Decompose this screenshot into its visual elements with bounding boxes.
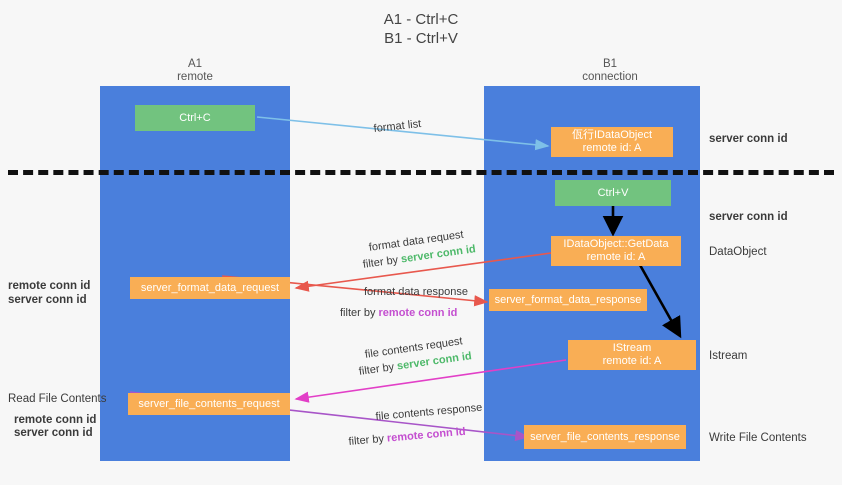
column-header-a1: A1 remote [115,58,275,84]
edge-format-list [256,116,550,151]
node-idataobject-line1: 佤行IDataObject [571,129,653,141]
left-label-read-file-contents: Read File Contents [8,393,107,405]
column-header-a1-sub: remote [177,71,213,83]
left-label-remote-conn-2: remote conn id [14,414,97,426]
side-label-server-conn-mid: server conn id [709,211,788,223]
title-line-1: A1 - Ctrl+C [383,11,459,28]
left-label-server-conn-1: server conn id [8,294,87,306]
filter-key-remote-conn-1: remote conn id [378,307,458,319]
node-istream[interactable]: IStream remote id: A [568,340,696,370]
side-label-write-file-contents: Write File Contents [709,432,807,444]
side-label-server-conn-top: server conn id [709,133,788,145]
filter-prefix-4: filter by [348,432,388,448]
node-ctrl-v-label: Ctrl+V [597,186,629,199]
node-server-format-data-request[interactable]: server_format_data_request [130,277,290,299]
title-line-2: B1 - Ctrl+V [384,30,458,47]
node-idataobject-line2: remote id: A [582,142,642,154]
column-header-b1-name: B1 [602,58,618,70]
node-ctrl-c-label: Ctrl+C [179,111,211,124]
edge-file-contents-request [294,359,567,403]
column-header-b1-sub: connection [582,71,638,83]
node-getdata-line1: IDataObject::GetData [563,238,669,250]
node-server-format-data-response-label: server_format_data_response [494,293,642,306]
edge-getdata-istream [638,264,682,339]
side-label-istream: Istream [709,350,748,362]
left-label-server-conn-2: server conn id [14,427,93,439]
node-server-format-data-request-label: server_format_data_request [140,281,280,294]
node-ctrl-c[interactable]: Ctrl+C [135,105,255,131]
edge-label-format-data-response: format data response [364,286,468,298]
node-getdata-line2: remote id: A [586,251,646,263]
node-idataobject[interactable]: 佤行IDataObject remote id: A [551,127,673,157]
phase-divider [8,170,834,175]
node-ctrl-v[interactable]: Ctrl+V [555,180,671,206]
node-idataobject-getdata[interactable]: IDataObject::GetData remote id: A [551,236,681,266]
side-label-data-object: DataObject [709,246,767,258]
node-server-file-contents-request[interactable]: server_file_contents_request [128,393,290,415]
edge-label-format-data-response-filter: filter by remote conn id [340,306,457,320]
page-title: A1 - Ctrl+C B1 - Ctrl+V [0,10,842,48]
left-label-remote-conn-1: remote conn id [8,280,91,292]
node-istream-line2: remote id: A [602,355,662,367]
filter-prefix-2: filter by [340,307,379,319]
node-server-file-contents-response[interactable]: server_file_contents_response [524,425,686,449]
node-istream-line1: IStream [612,342,652,354]
column-header-b1: B1 connection [530,58,690,84]
node-server-format-data-response[interactable]: server_format_data_response [489,289,647,311]
node-server-file-contents-request-label: server_file_contents_request [138,397,280,410]
edge-format-data-request [294,252,552,292]
node-server-file-contents-response-label: server_file_contents_response [530,430,680,443]
column-header-a1-name: A1 [187,58,203,70]
